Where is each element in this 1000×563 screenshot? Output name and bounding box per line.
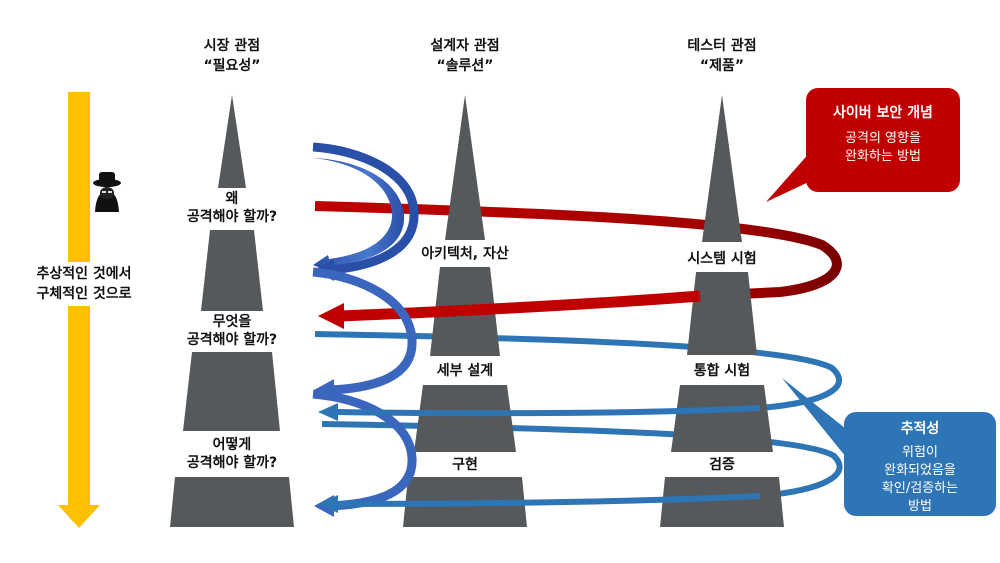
designer-level-implementation: 구현 [452,457,478,473]
designer-level-detailed-design: 세부 설계 [436,363,494,379]
traceability-callout-line1: 위험이 [902,445,938,460]
abstraction-label-line1: 추상적인 것에서 [36,266,132,282]
tester-title: 테스터 관점 [687,38,757,54]
market-level-why-line2: 공격해야 할까? [186,209,278,225]
traceability-callout: 추적성 위험이 완화되었음을 확인/검증하는 방법 [844,412,996,516]
market-subtitle: “필요성” [203,58,261,74]
abstraction-label-line2: 구체적인 것으로 [36,286,132,302]
tester-level-system-test: 시스템 시험 [687,251,757,267]
tester-level-verification: 검증 [709,457,735,473]
tester-pyramid-level-2 [687,272,757,355]
market-pyramid-level-2 [201,230,263,311]
tester-pyramid [660,95,784,527]
security-callout-title: 사이버 보안 개념 [833,105,933,121]
abstraction-arrow-label: 추상적인 것에서 구체적인 것으로 [14,262,154,306]
market-level-how-line2: 공격해야 할까? [186,455,278,471]
traceability-callout-pointer [782,378,850,462]
security-concept-callout: 사이버 보안 개념 공격의 영향을 완화하는 방법 [806,88,960,192]
tester-subtitle: “제품” [699,58,745,74]
hacker-icon [93,172,121,212]
market-level-what-line1: 무엇을 [212,314,252,330]
market-pyramid-level-3 [183,352,280,431]
column-title-designer: 설계자 관점 “솔루션” [380,36,550,76]
column-title-market: 시장 관점 “필요성” [147,36,317,76]
tester-pyramid-tip [702,95,742,242]
traceability-arrows [318,403,761,513]
market-pyramid-tip [218,95,246,188]
market-level-why: 왜 공격해야 할까? [157,190,307,226]
abstraction-arrow [58,92,100,528]
market-level-how-line1: 어떻게 [212,437,252,453]
security-callout-line2: 완화하는 방법 [845,149,921,164]
column-title-tester: 테스터 관점 “제품” [637,36,807,76]
designer-pyramid-level-3 [414,385,516,452]
market-pyramid-base [170,477,294,527]
designer-subtitle: “솔루션” [436,58,494,74]
traceability-callout-title: 추적성 [900,421,940,437]
market-level-what: 무엇을 공격해야 할까? [157,313,307,349]
market-pyramid [170,95,294,527]
market-level-how: 어떻게 공격해야 할까? [157,436,307,472]
tester-pyramid-base [660,477,784,527]
market-level-what-line2: 공격해야 할까? [186,332,278,348]
tester-pyramid-level-3 [671,385,773,452]
designer-title: 설계자 관점 [430,38,500,54]
tester-level-integration-test: 통합 시험 [693,363,751,379]
designer-pyramid-tip [445,95,485,240]
security-callout-line1: 공격의 영향을 [845,131,921,146]
traceability-callout-line4: 방법 [908,499,932,514]
market-title: 시장 관점 [203,38,261,54]
security-concept-arrow [318,290,701,329]
designer-level-architecture: 아키텍처, 자산 [421,246,509,262]
traceability-callout-line2: 완화되었음을 [884,463,956,478]
traceability-callout-line3: 확인/검증하는 [881,481,959,496]
market-level-why-line1: 왜 [225,191,239,207]
